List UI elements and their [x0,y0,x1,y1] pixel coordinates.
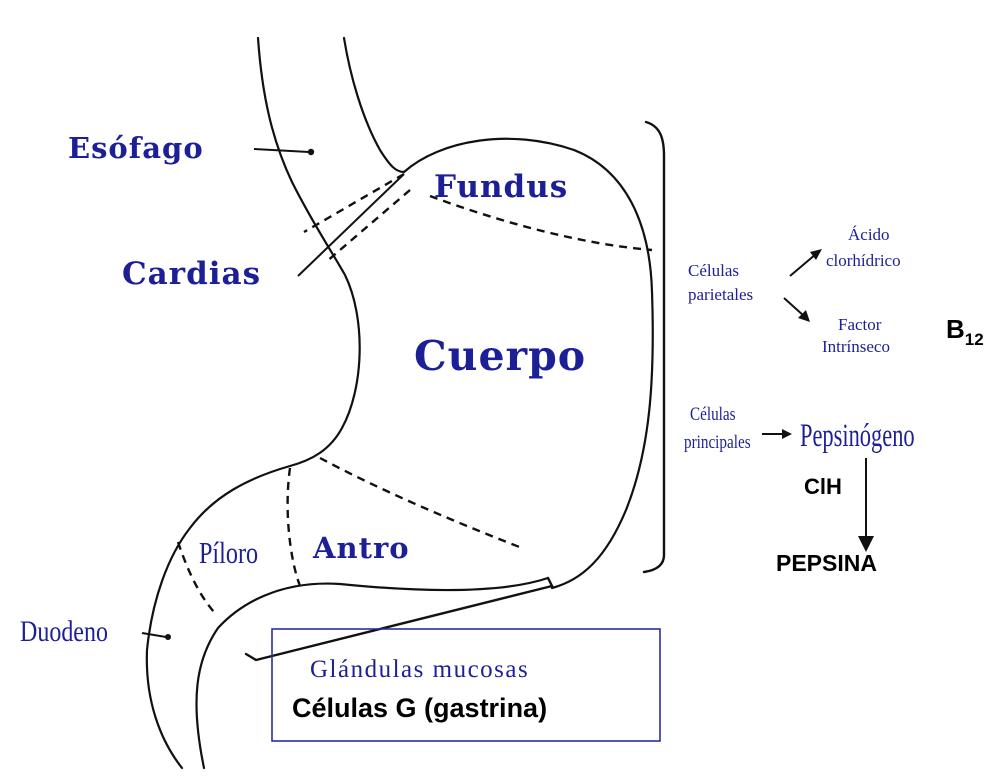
principales-label-line1: Células [690,403,736,424]
parietales-group: Células parietales Ácido clorhídrico Fac… [688,225,984,356]
duodeno-leader-dot [165,634,171,640]
acido-label-line1: Ácido [848,225,890,244]
piloro-divider-antro [288,468,300,586]
acido-arrow-line [790,254,816,276]
parietales-label-line1: Células [688,261,739,280]
b12-label-sub: 12 [965,330,984,349]
esofago-leader [254,149,309,152]
duodeno-leader [142,633,166,637]
fundus-label: Fundus [434,169,568,205]
esofago-label: Esófago [68,131,204,165]
pepsina-label: PEPSINA [776,550,877,576]
glandulas-caption-box [272,629,660,741]
parietales-label-line2: parietales [688,285,753,304]
b12-label: B12 [946,314,984,349]
glandulas-bracket [246,578,552,660]
principales-group: Células principales Pepsinógeno ClH PEPS… [684,403,915,576]
factor-label-line2: Intrínseco [822,337,890,356]
cuerpo-label: Cuerpo [414,332,586,380]
cih-label: ClH [804,474,842,499]
duodeno-label: Duodeno [20,614,108,647]
cardias-callout: Cardias [122,174,404,292]
cardias-divider-lower [326,190,410,262]
piloro-label: Píloro [199,536,258,571]
factor-label-line1: Factor [838,315,882,334]
principales-label-line2: principales [684,431,751,452]
acido-label-line2: clorhídrico [826,251,901,270]
factor-arrow-line [784,298,804,316]
pepsinogeno-label: Pepsinógeno [800,418,915,454]
b12-label-main: B [946,314,965,344]
greater-curvature-line [344,38,653,588]
glandulas-mucosas-label: Glándulas mucosas [310,656,529,683]
antro-label: Antro [312,531,410,565]
glandulas-caption: Glándulas mucosas Células G (gastrina) [272,629,660,741]
mucosa-cells-bracket [644,122,664,572]
cardias-label: Cardias [122,256,261,292]
pepsinogeno-arrowhead [782,429,792,439]
esofago-leader-dot [308,149,314,155]
celulas-g-label: Células G (gastrina) [292,693,547,723]
